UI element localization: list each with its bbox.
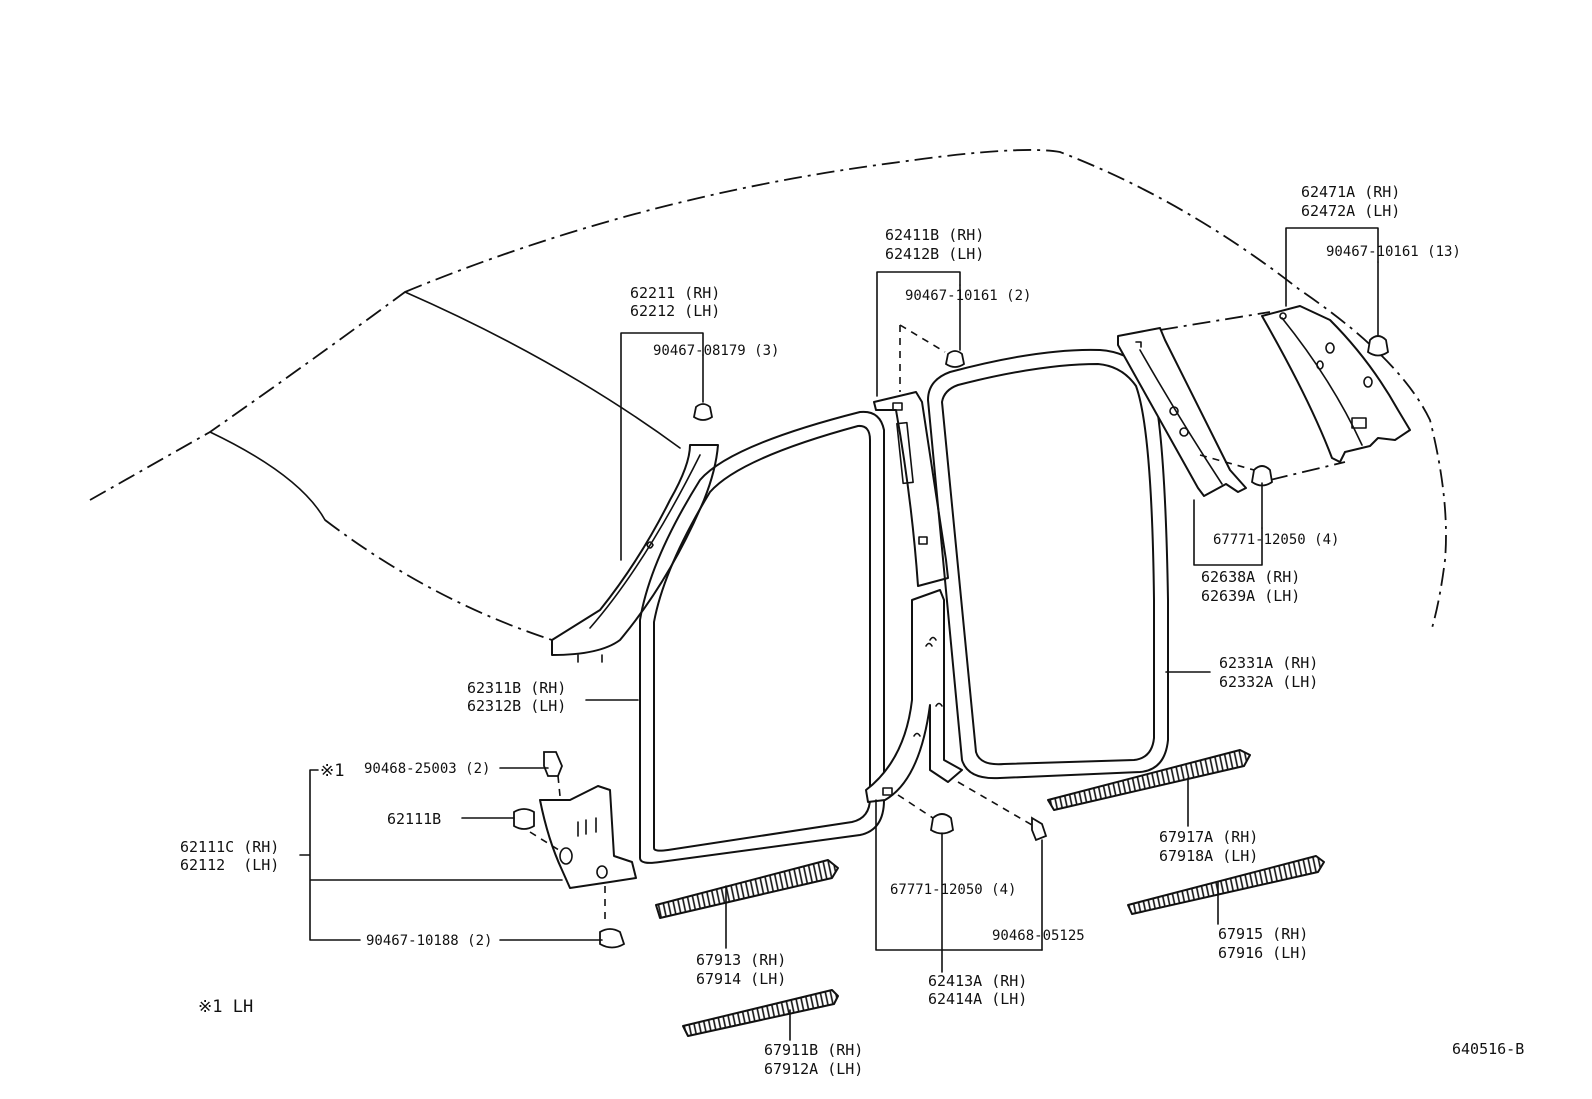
label-ref-mark: ※1 (320, 761, 344, 781)
front-door-weatherstrip (639, 410, 885, 864)
label-clip-center-lower: 67771-12050 (4) (890, 882, 1016, 898)
label-clip-center-upper: 90467-10161 (2) (905, 288, 1031, 304)
footnote: ※1 LH (198, 997, 253, 1017)
label-roof-headliner-lh: 62472A (LH) (1301, 202, 1400, 220)
label-front-pillar-rh: 62211 (RH) (630, 284, 720, 302)
clip-headliner (1367, 261, 1389, 357)
label-front-step-rh: 67911B (RH) (764, 1041, 863, 1059)
label-roof-headliner-rh: 62471A (RH) (1301, 183, 1400, 201)
label-front-pillar-lh: 62212 (LH) (630, 302, 720, 320)
label-rear-step-rh: 67915 (RH) (1218, 925, 1308, 943)
body-outline (89, 149, 1447, 641)
label-center-pillar-upper-lh: 62412B (LH) (885, 245, 984, 263)
leader-lines (299, 227, 1379, 1041)
label-cowl-side-lh: 62112 (LH) (180, 856, 279, 874)
label-rear-scuff-lh: 67918A (LH) (1159, 847, 1258, 865)
roof-side-garnish (1261, 305, 1411, 463)
label-clip-cowl-upper: 90468-25003 (2) (364, 761, 490, 777)
diagram-id: 640516-B (1452, 1040, 1524, 1058)
clip-quarter (1199, 454, 1273, 529)
label-front-scuff-lh: 67914 (LH) (696, 970, 786, 988)
label-clip-headliner: 90467-10161 (13) (1326, 244, 1461, 260)
quarter-trim (1117, 327, 1247, 497)
clip-cowl-upper (543, 751, 563, 797)
clip-center-upper (899, 284, 966, 392)
center-pillar-upper (873, 391, 949, 587)
label-rear-weatherstrip-rh: 62331A (RH) (1219, 654, 1318, 672)
clip-cowl-lower (599, 886, 626, 949)
label-front-weatherstrip-rh: 62311B (RH) (467, 679, 566, 697)
label-center-pillar-upper-rh: 62411B (RH) (885, 226, 984, 244)
label-front-scuff-rh: 67913 (RH) (696, 951, 786, 969)
rear-scuff-plate (1047, 749, 1251, 811)
labels: 62471A (RH) 62472A (LH) 90467-10161 (13)… (180, 183, 1524, 1078)
label-front-weatherstrip-lh: 62312B (LH) (467, 697, 566, 715)
label-quarter-trim-lh: 62639A (LH) (1201, 587, 1300, 605)
label-clip-center-bracket: 90468-05125 (992, 928, 1085, 944)
label-clip-quarter: 67771-12050 (4) (1213, 532, 1339, 548)
label-center-pillar-lower-lh: 62414A (LH) (928, 990, 1027, 1008)
label-clip-front-pillar: 90467-08179 (3) (653, 343, 779, 359)
label-cowl-side-rh: 62111C (RH) (180, 838, 279, 856)
label-rear-scuff-rh: 67917A (RH) (1159, 828, 1258, 846)
label-center-pillar-lower-rh: 62413A (RH) (928, 972, 1027, 990)
label-cowl-retainer: 62111B (387, 810, 441, 828)
clip-front-pillar (692, 354, 714, 421)
clip-center-lower (897, 781, 1048, 951)
label-front-step-lh: 67912A (LH) (764, 1060, 863, 1078)
label-rear-step-lh: 67916 (LH) (1218, 944, 1308, 962)
front-step-plate (682, 989, 839, 1037)
center-pillar-lower (865, 589, 963, 803)
label-rear-weatherstrip-lh: 62332A (LH) (1219, 673, 1318, 691)
rear-door-weatherstrip (927, 348, 1169, 780)
rear-step-plate (1127, 855, 1325, 915)
front-pillar-garnish (551, 444, 719, 663)
label-clip-cowl-lower: 90467-10188 (2) (366, 933, 492, 949)
cowl-retainer (513, 808, 563, 853)
front-scuff-plate (655, 859, 839, 919)
cowl-side-trim (539, 785, 637, 889)
label-quarter-trim-rh: 62638A (RH) (1201, 568, 1300, 586)
